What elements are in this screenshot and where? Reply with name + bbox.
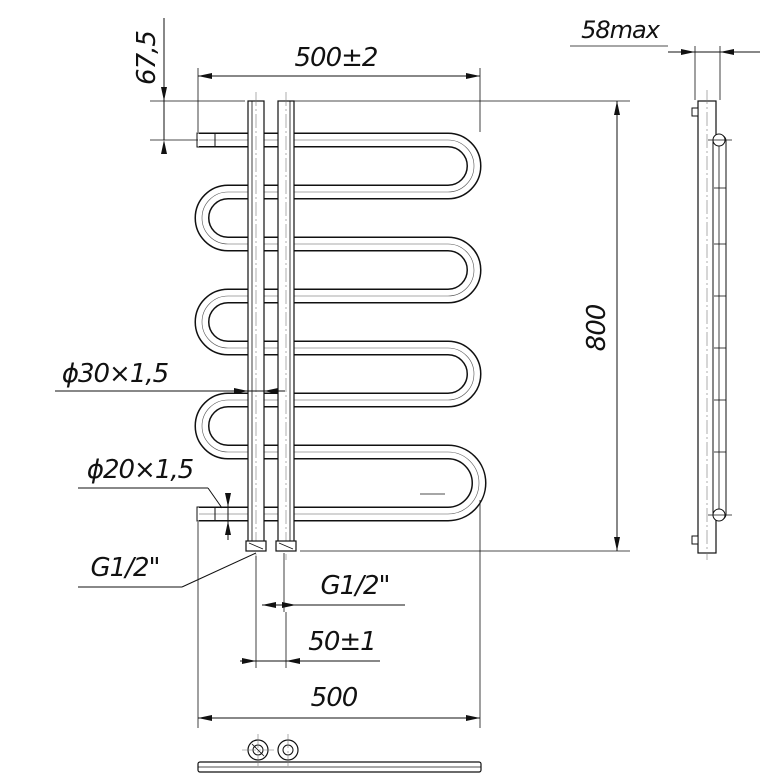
dimension-lines — [55, 18, 760, 728]
side-view — [691, 90, 732, 560]
dim-overall-width-tol: 500±2 — [295, 43, 378, 73]
bottom-pipe-end — [196, 506, 216, 522]
dim-top-offset: 67,5 — [132, 31, 162, 85]
serpentine-coil — [194, 132, 487, 522]
dim-connection-left: G1/2" — [91, 553, 160, 583]
dim-center-distance: 50±1 — [308, 627, 375, 657]
dim-depth-max: 58max — [581, 16, 661, 44]
dim-height: 800 — [582, 304, 612, 351]
dim-connection-right: G1/2" — [321, 571, 390, 601]
dim-coil-tube: ϕ20×1,5 — [87, 455, 194, 485]
front-view — [194, 92, 487, 560]
dimension-labels: 500±2 67,5 800 58max ϕ30×1,5 ϕ20×1,5 G1/… — [62, 16, 662, 713]
bottom-view — [197, 734, 482, 773]
dim-overall-width: 500 — [311, 683, 358, 713]
collector-tubes — [245, 92, 297, 560]
side-coil-profile — [708, 133, 732, 522]
dim-collector-tube: ϕ30×1,5 — [62, 359, 169, 389]
